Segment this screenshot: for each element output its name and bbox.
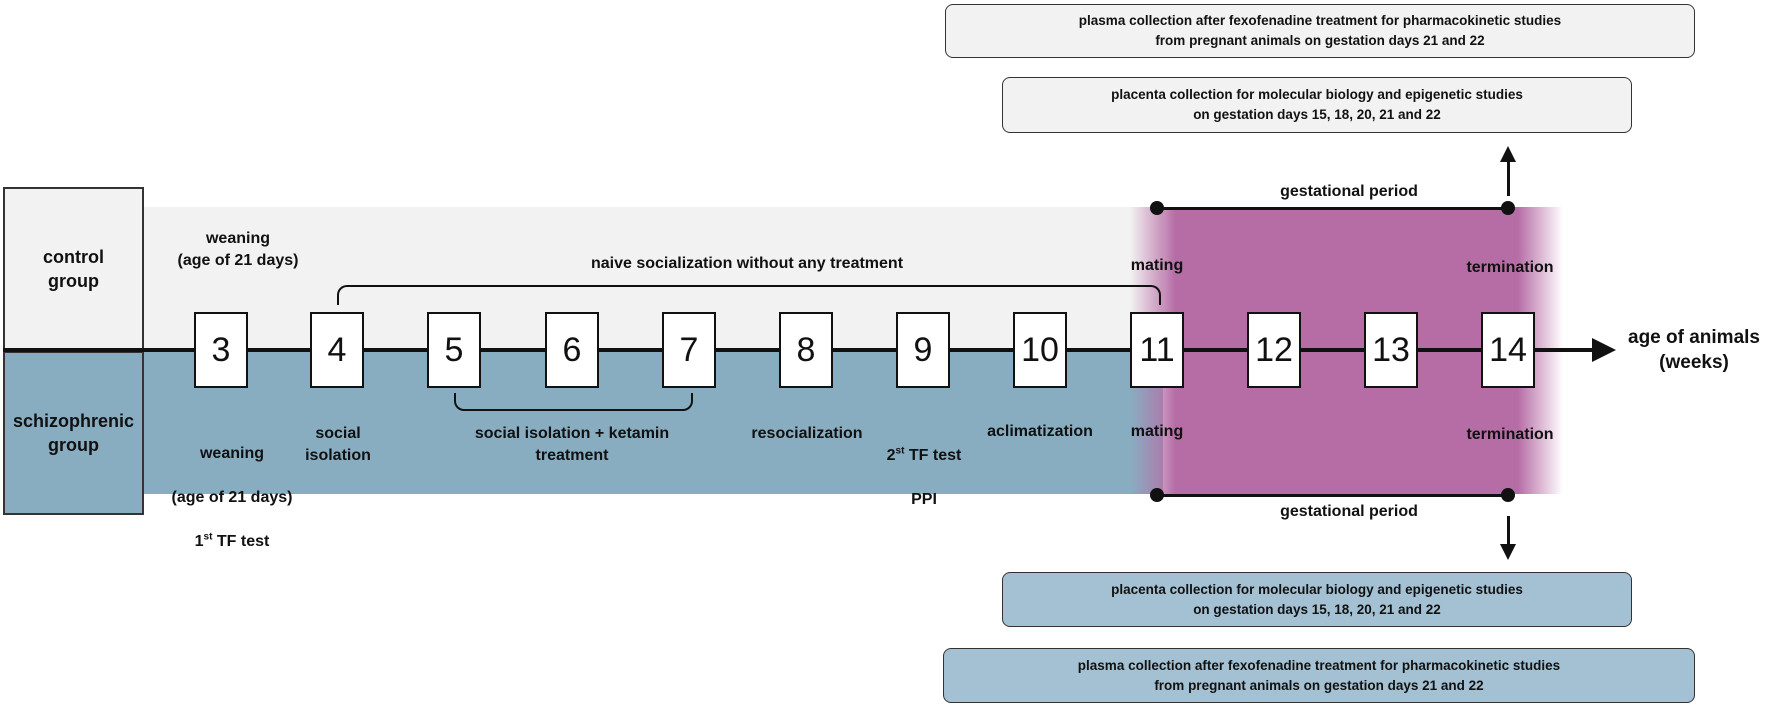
schizo-weaning-line2: (age of 21 days) xyxy=(171,489,293,506)
week-box: 14 xyxy=(1481,312,1535,388)
social-isolation-label: social isolation xyxy=(305,425,371,464)
axis-line-left xyxy=(3,348,144,352)
schizo-mating-label: mating xyxy=(1130,423,1184,440)
plasma-collection-note-control: plasma collection after fexofenadine tre… xyxy=(945,4,1695,58)
week-box: 8 xyxy=(779,312,833,388)
week-box: 4 xyxy=(310,312,364,388)
schizo-gestation-end-dot xyxy=(1501,488,1515,502)
schizophrenic-group-box: schizophrenic group xyxy=(3,351,144,515)
tf1-ordinal: 1 xyxy=(194,533,204,550)
tf2-ppi-label: 2st TF test PPI xyxy=(887,423,962,511)
timeline-axis xyxy=(143,348,1595,352)
schizo-weaning-line1: weaning xyxy=(199,445,264,462)
up-arrow-icon xyxy=(1500,146,1516,162)
tf2-sup: st xyxy=(895,445,905,457)
plasma-collection-note-schizo: plasma collection after fexofenadine tre… xyxy=(943,648,1695,703)
schizo-termination-label: termination xyxy=(1466,426,1554,443)
aclimatization-label: aclimatization xyxy=(987,423,1093,440)
week-box: 3 xyxy=(194,312,248,388)
week-box: 5 xyxy=(427,312,481,388)
down-arrow-shaft xyxy=(1507,516,1510,546)
placenta-collection-note-control: placenta collection for molecular biolog… xyxy=(1002,77,1632,133)
schizo-weaning-label: weaning (age of 21 days) 1st TF test xyxy=(172,421,293,553)
naive-socialization-label: naive socialization without any treatmen… xyxy=(590,255,904,272)
schizo-gestational-line xyxy=(1157,494,1509,497)
ppi-label: PPI xyxy=(911,491,937,508)
week-box: 6 xyxy=(545,312,599,388)
control-gestational-label: gestational period xyxy=(1280,183,1418,200)
week-box: 7 xyxy=(662,312,716,388)
tf2-ordinal: 2 xyxy=(886,447,896,464)
isolation-ketamin-label: social isolation + ketamin treatment xyxy=(474,425,670,464)
isolation-ketamin-bracket xyxy=(454,393,693,411)
resocialization-label: resocialization xyxy=(751,425,863,442)
axis-arrowhead xyxy=(1592,338,1616,362)
naive-bracket xyxy=(337,285,1161,305)
control-mating-label: mating xyxy=(1130,257,1184,274)
week-box: 11 xyxy=(1130,312,1184,388)
axis-label: age of animals (weeks) xyxy=(1628,327,1760,373)
week-box: 12 xyxy=(1247,312,1301,388)
schizo-gestation-start-dot xyxy=(1150,488,1164,502)
week-box: 9 xyxy=(896,312,950,388)
tf2-rest: TF test xyxy=(904,447,962,464)
placenta-collection-note-schizo: placenta collection for molecular biolog… xyxy=(1002,572,1632,627)
control-weaning-label: weaning (age of 21 days) xyxy=(177,230,299,269)
week-box: 13 xyxy=(1364,312,1418,388)
control-termination-label: termination xyxy=(1466,259,1554,276)
control-gestational-line xyxy=(1157,207,1509,210)
schizo-gestational-label: gestational period xyxy=(1280,503,1418,520)
down-arrow-icon xyxy=(1500,544,1516,560)
up-arrow-shaft xyxy=(1507,160,1510,196)
control-gestation-start-dot xyxy=(1150,201,1164,215)
control-gestation-end-dot xyxy=(1501,201,1515,215)
control-group-box: control group xyxy=(3,187,144,351)
tf1-rest: TF test xyxy=(212,533,270,550)
week-box: 10 xyxy=(1013,312,1067,388)
tf1-sup: st xyxy=(203,531,213,543)
